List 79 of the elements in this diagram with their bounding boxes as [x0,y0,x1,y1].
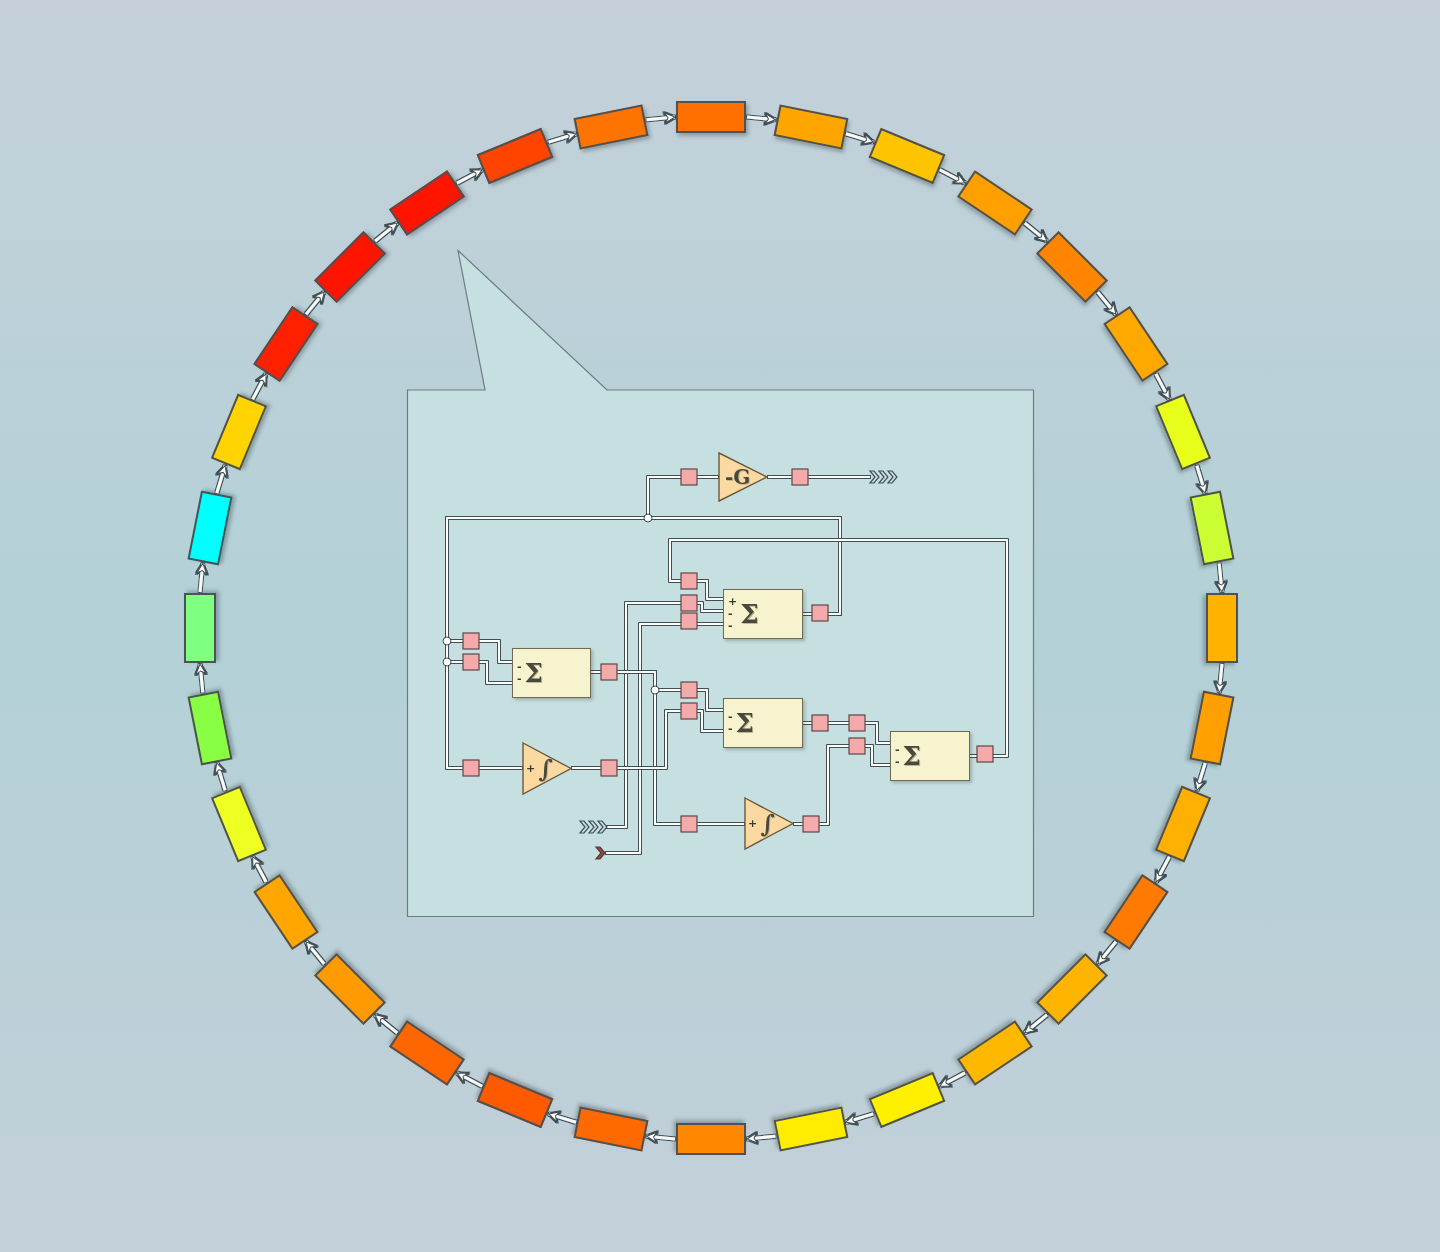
sign-label: - [728,620,734,632]
summing-block [723,589,803,639]
signal-line [793,745,891,825]
callout-bubble [407,250,1034,917]
signal-line [802,722,891,744]
sign-label: - [728,723,733,735]
ring-segment [1189,490,1235,566]
summing-block [512,648,591,698]
arrow [939,168,966,185]
arrow [939,1071,966,1088]
arrow [374,221,399,243]
gain-triangle [718,452,768,502]
integrator-triangle [744,797,794,850]
sigma-symbol: Σ [735,710,754,736]
ring-segment [187,690,233,766]
signal-line [605,623,724,854]
arrow [1194,762,1207,791]
ring-segment [187,490,233,566]
integrator-triangle [522,742,572,795]
sign-label: - [517,673,522,685]
arrow [646,1131,676,1143]
sigma-symbol: Σ [524,660,543,686]
integral-symbol: ∫ [760,811,775,836]
sigma-symbol: Σ [902,743,921,769]
chevron-marker [580,820,606,834]
chevron-marker [870,470,898,484]
sign-label: + [526,762,536,775]
arrow [1096,291,1118,316]
sign-label: - [895,756,900,768]
sign-label: + [728,596,738,608]
arrow [374,1013,399,1035]
ring-segment [1206,593,1238,663]
ring-segment [573,104,649,150]
arrow [214,762,227,791]
arrow [456,1071,483,1088]
arrow [251,856,268,883]
arrow [1023,1013,1048,1035]
arrow [304,291,326,316]
signal-line [446,517,841,769]
signal-line [605,602,724,828]
arrow [1195,465,1208,494]
summing-block [890,731,970,781]
integral-symbol: ∫ [538,756,553,781]
arrow [1096,940,1118,965]
arrow [1154,373,1171,400]
sign-label: - [728,608,734,620]
summing-block [723,698,803,748]
arrow [251,373,268,400]
signal-line [767,476,871,478]
arrow [646,112,676,124]
ring-segment [676,101,746,133]
arrow [845,132,874,145]
sign-label: - [895,744,900,756]
arrow [548,131,577,144]
arrow [548,1111,577,1124]
sign-label: - [728,711,733,723]
ring-segment [184,593,216,663]
arrow [1214,663,1226,693]
sign-label: + [748,817,758,830]
arrow [1154,856,1171,883]
chevron-marker [596,846,606,860]
sigma-symbol: Σ [740,601,759,627]
arrow [1023,221,1048,243]
arrow [456,168,483,185]
ring-segment [676,1123,746,1155]
arrow [215,465,228,494]
sign-label: - [517,661,522,673]
arrow [746,1132,776,1144]
ring-segment [773,104,849,150]
arrow [304,940,326,965]
ring-segment [1189,690,1235,766]
signal-line [669,539,1008,757]
signal-line [571,710,724,769]
arrow [746,113,776,125]
arrow [845,1112,874,1125]
gain-label: -G [725,467,751,487]
arrow [196,563,208,593]
ring-segment [773,1106,849,1152]
ring-segment [573,1106,649,1152]
